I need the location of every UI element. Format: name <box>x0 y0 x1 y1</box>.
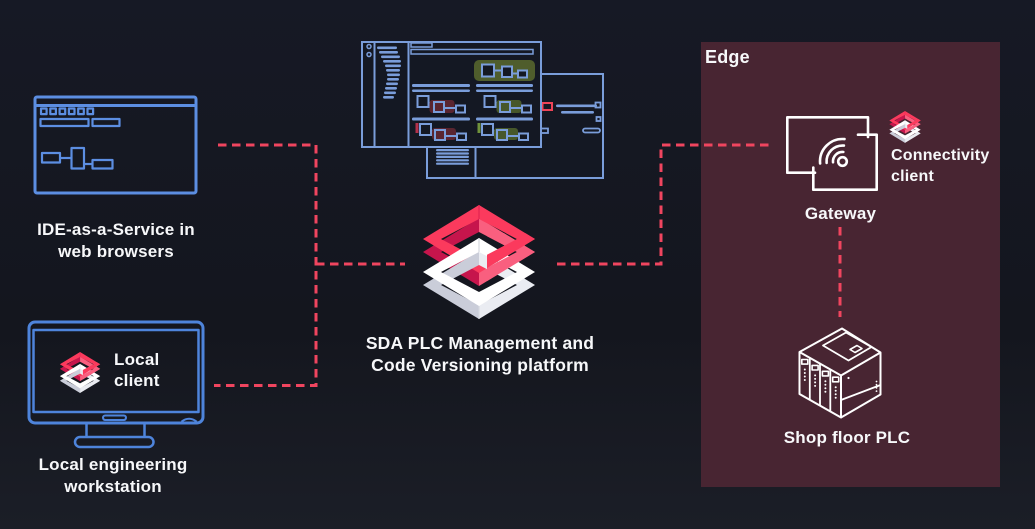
ide-section-bars <box>412 84 533 121</box>
ide-service-label-line2: web browsers <box>58 242 174 261</box>
platform-caption-line2: Code Versioning platform <box>371 355 589 375</box>
local-client-label-line2: client <box>114 371 160 390</box>
gateway-icon <box>786 116 878 191</box>
plc-led-dots <box>803 368 878 399</box>
workstation-label-line1: Local engineering <box>38 455 188 474</box>
ide-back-window-content <box>436 101 602 178</box>
ide-screenshot-graphic <box>361 41 604 179</box>
platform-caption-line1: SDA PLC Management and <box>365 333 595 353</box>
plc-icon <box>798 327 882 419</box>
gateway-label: Gateway <box>804 204 877 223</box>
ide-flow-row1-left <box>416 95 466 114</box>
workstation-label-line2: workstation <box>64 476 162 496</box>
ide-flow-row1-right <box>483 95 532 114</box>
ide-service-label: IDE-as-a-Service in web browsers <box>18 219 214 263</box>
connectivity-client-label: Connectivity client <box>891 145 989 187</box>
local-client-label: Local client <box>114 349 160 391</box>
edge-panel-title: Edge <box>705 47 750 67</box>
shop-floor-plc-label: Shop floor PLC <box>783 428 911 447</box>
browser-window-icon <box>33 95 198 195</box>
local-client-label-line1: Local <box>114 350 160 369</box>
platform-caption: SDA PLC Management and Code Versioning p… <box>330 332 630 376</box>
ide-sidebar-tree <box>377 46 401 99</box>
edge-panel <box>701 42 1000 487</box>
monitor-icon <box>27 320 205 449</box>
connector-lines <box>214 143 842 387</box>
connectivity-client-label-line2: client <box>891 168 934 185</box>
sda-platform-logo <box>423 205 535 319</box>
ide-service-label-line1: IDE-as-a-Service in <box>37 220 195 239</box>
ide-green-highlight-block <box>474 60 535 81</box>
workstation-label: Local engineering workstation <box>14 454 212 497</box>
ide-flow-row2-right <box>477 123 529 141</box>
connector-left-trunk <box>214 143 318 387</box>
local-client-logo <box>60 352 100 393</box>
connectivity-client-label-line1: Connectivity <box>891 147 990 164</box>
ide-flow-row2-left <box>415 123 467 141</box>
